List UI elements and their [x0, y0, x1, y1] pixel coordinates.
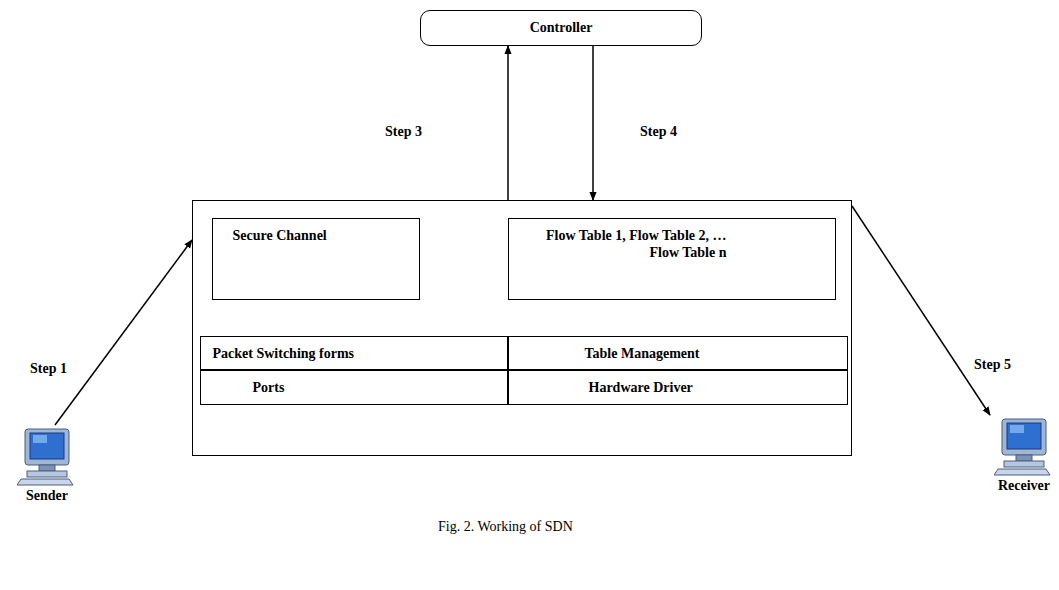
computer-icon [17, 425, 77, 487]
computer-icon [994, 415, 1054, 477]
step-label: Step 5 [972, 357, 1013, 373]
switch-box: Secure Channel Flow Table 1, Flow Table 2… [192, 200, 852, 456]
hardware-driver-box: Hardware Driver [508, 370, 848, 405]
packet-switching-box: Packet Switching forms [200, 336, 508, 370]
box-label: Ports [253, 379, 507, 397]
figure-caption: Fig. 2. Working of SDN [438, 519, 573, 535]
step-label: Step 1 [28, 361, 69, 377]
box-label: Secure Channel [233, 227, 419, 245]
flow-arrow [592, 46, 594, 200]
flow-arrow [852, 206, 990, 415]
ports-box: Ports [200, 370, 508, 405]
box-label: Flow Table 1, Flow Table 2, … Flow Table… [515, 227, 727, 262]
receiver-host: Receiver [982, 415, 1059, 535]
host-label: Receiver [982, 477, 1059, 495]
flow-arrow [507, 46, 509, 200]
box-label: Table Management [585, 345, 847, 363]
box-label: Controller [421, 19, 701, 37]
controller-box: Controller [420, 10, 702, 46]
host-label: Sender [6, 487, 88, 505]
flow-arrow [55, 240, 192, 425]
flow-table-box: Flow Table 1, Flow Table 2, … Flow Table… [508, 218, 836, 300]
step-label: Step 3 [383, 124, 424, 140]
secure-channel-box: Secure Channel [212, 218, 420, 300]
step-label: Step 4 [638, 124, 679, 140]
box-label: Hardware Driver [589, 379, 847, 397]
sender-host: Sender [6, 425, 88, 535]
box-label: Packet Switching forms [213, 345, 507, 363]
table-management-box: Table Management [508, 336, 848, 370]
